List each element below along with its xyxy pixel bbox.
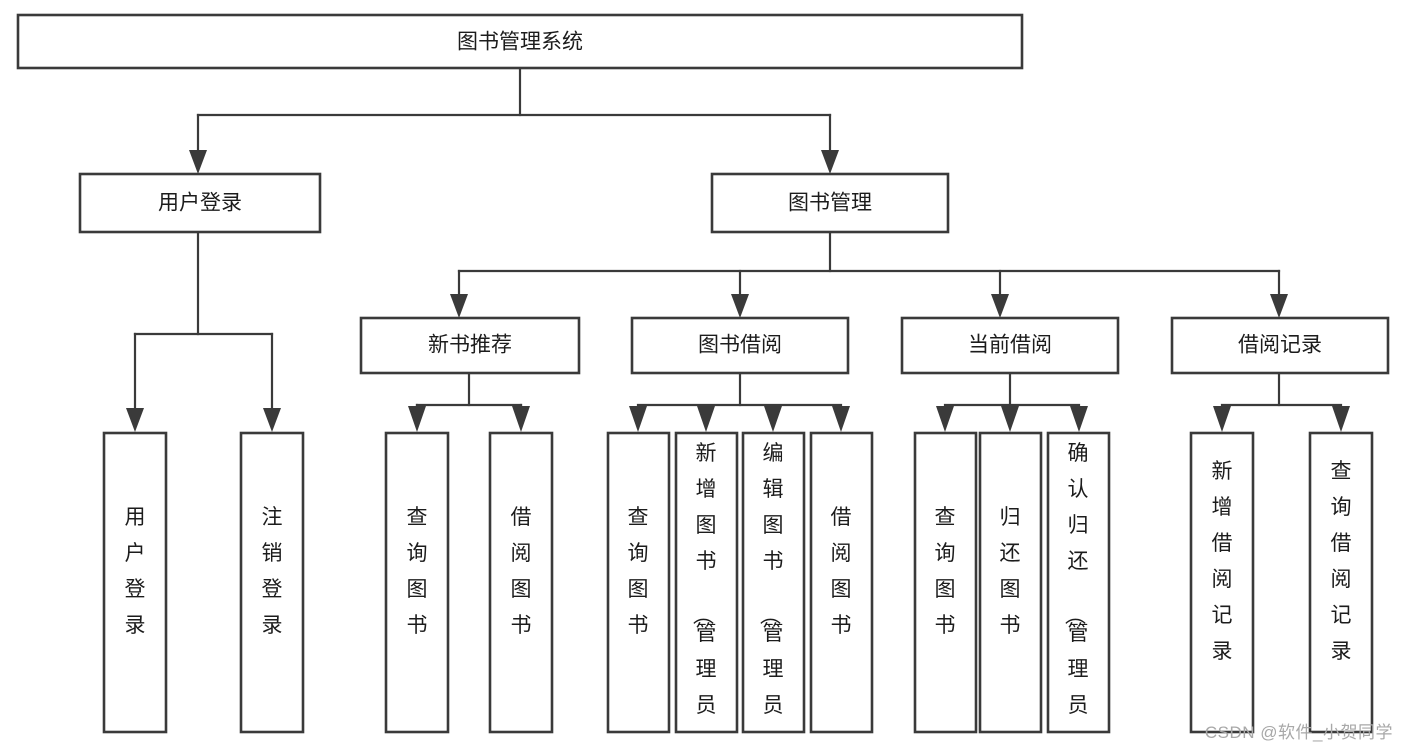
node-leaf-return-book-box[interactable] [978,431,1043,734]
node-leaf-borrow-book-2-label: 借阅图书 [831,506,852,637]
node-book-manage-label: 图书管理 [788,192,872,215]
arrow-to-user-login [189,150,207,174]
node-user-login[interactable]: 用户登录 [78,172,322,234]
arrow-leaf-return-book [1001,406,1019,432]
node-book-borrow[interactable]: 图书借阅 [630,316,850,375]
node-leaf-borrow-book-2[interactable]: 借阅图书 [809,431,874,734]
node-new-book-recommend-box[interactable] [359,316,581,375]
node-leaf-query-record-box[interactable] [1308,431,1374,734]
arrow-to-book-manage [821,150,839,174]
node-leaf-add-book-box[interactable] [674,431,739,734]
node-leaf-logout-login[interactable]: 注销登录 [239,431,305,734]
arrow-to-new-book [450,294,468,318]
node-leaf-edit-book-box[interactable] [741,431,806,734]
arrow-leaf-borrow-book-1 [512,406,530,432]
arrow-leaf-borrow-book-2 [832,406,850,432]
node-leaf-add-record[interactable]: 新增借阅记录 [1189,431,1255,734]
node-borrow-record-box[interactable] [1170,316,1390,375]
node-leaf-logout-login-label: 注销登录 [262,506,283,637]
node-current-borrow[interactable]: 当前借阅 [900,316,1120,375]
node-leaf-add-book[interactable]: 新增图书（管理员） [674,431,739,747]
arrow-leaf-query-record [1332,406,1350,432]
node-leaf-query-book-2[interactable]: 查询图书 [606,431,671,734]
node-leaf-query-record-label: 查询借阅记录 [1331,460,1352,663]
node-leaf-query-book-3[interactable]: 查询图书 [913,431,978,734]
node-leaf-return-book-label: 归还图书 [1000,506,1021,637]
arrow-to-book-borrow [731,294,749,318]
node-leaf-query-book-1[interactable]: 查询图书 [384,431,450,734]
node-leaf-user-login[interactable]: 用户登录 [102,431,168,734]
arrow-leaf-add-book [697,406,715,432]
node-root-box[interactable] [16,13,1024,70]
node-user-login-box[interactable] [78,172,322,234]
node-book-borrow-box[interactable] [630,316,850,375]
connector-layer [126,66,1350,432]
node-leaf-query-book-2-box[interactable] [606,431,671,734]
node-book-manage[interactable]: 图书管理 [710,172,950,234]
arrow-leaf-query-book-2 [629,406,647,432]
node-current-borrow-label: 当前借阅 [968,334,1052,357]
arrow-leaf-confirm-return [1070,406,1088,432]
node-new-book-recommend[interactable]: 新书推荐 [359,316,581,375]
csdn-watermark: CSDN @软件_小贺同学 [1204,723,1393,742]
node-leaf-confirm-return-label: 确认归还（管理员） [1063,442,1089,747]
arrow-to-current-borrow [991,294,1009,318]
node-leaf-user-login-box[interactable] [102,431,168,734]
node-leaf-logout-login-box[interactable] [239,431,305,734]
node-book-borrow-label: 图书借阅 [698,334,782,357]
node-root[interactable]: 图书管理系统 [16,13,1024,70]
node-current-borrow-box[interactable] [900,316,1120,375]
arrow-leaf-user-login [126,408,144,432]
node-leaf-query-book-3-label: 查询图书 [935,506,956,637]
node-leaf-query-book-1-label: 查询图书 [407,506,428,637]
node-leaf-query-book-2-label: 查询图书 [628,506,649,637]
node-root-label: 图书管理系统 [457,31,583,54]
node-leaf-add-record-box[interactable] [1189,431,1255,734]
node-leaf-query-record[interactable]: 查询借阅记录 [1308,431,1374,734]
arrow-leaf-add-record [1213,406,1231,432]
arrow-leaf-query-book-1 [408,406,426,432]
node-leaf-borrow-book-1-label: 借阅图书 [511,506,532,637]
node-leaf-query-book-1-box[interactable] [384,431,450,734]
node-leaf-return-book[interactable]: 归还图书 [978,431,1043,734]
arrow-leaf-logout-login [263,408,281,432]
node-leaf-edit-book-label: 编辑图书（管理员） [758,442,784,747]
node-leaf-add-record-label: 新增借阅记录 [1212,460,1233,663]
node-leaf-add-book-label: 新增图书（管理员） [691,442,717,747]
arrow-leaf-query-book-3 [936,406,954,432]
node-leaf-edit-book[interactable]: 编辑图书（管理员） [741,431,806,747]
node-leaf-confirm-return[interactable]: 确认归还（管理员） [1046,431,1111,747]
node-book-manage-box[interactable] [710,172,950,234]
node-new-book-recommend-label: 新书推荐 [428,334,512,357]
node-leaf-borrow-book-1-box[interactable] [488,431,554,734]
arrow-leaf-edit-book [764,406,782,432]
node-leaf-borrow-book-1[interactable]: 借阅图书 [488,431,554,734]
node-leaf-query-book-3-box[interactable] [913,431,978,734]
arrow-to-borrow-record [1270,294,1288,318]
node-leaf-user-login-label: 用户登录 [125,506,146,637]
node-leaf-confirm-return-box[interactable] [1046,431,1111,734]
node-borrow-record-label: 借阅记录 [1238,334,1322,357]
node-leaf-borrow-book-2-box[interactable] [809,431,874,734]
node-borrow-record[interactable]: 借阅记录 [1170,316,1390,375]
node-user-login-label: 用户登录 [158,192,242,215]
